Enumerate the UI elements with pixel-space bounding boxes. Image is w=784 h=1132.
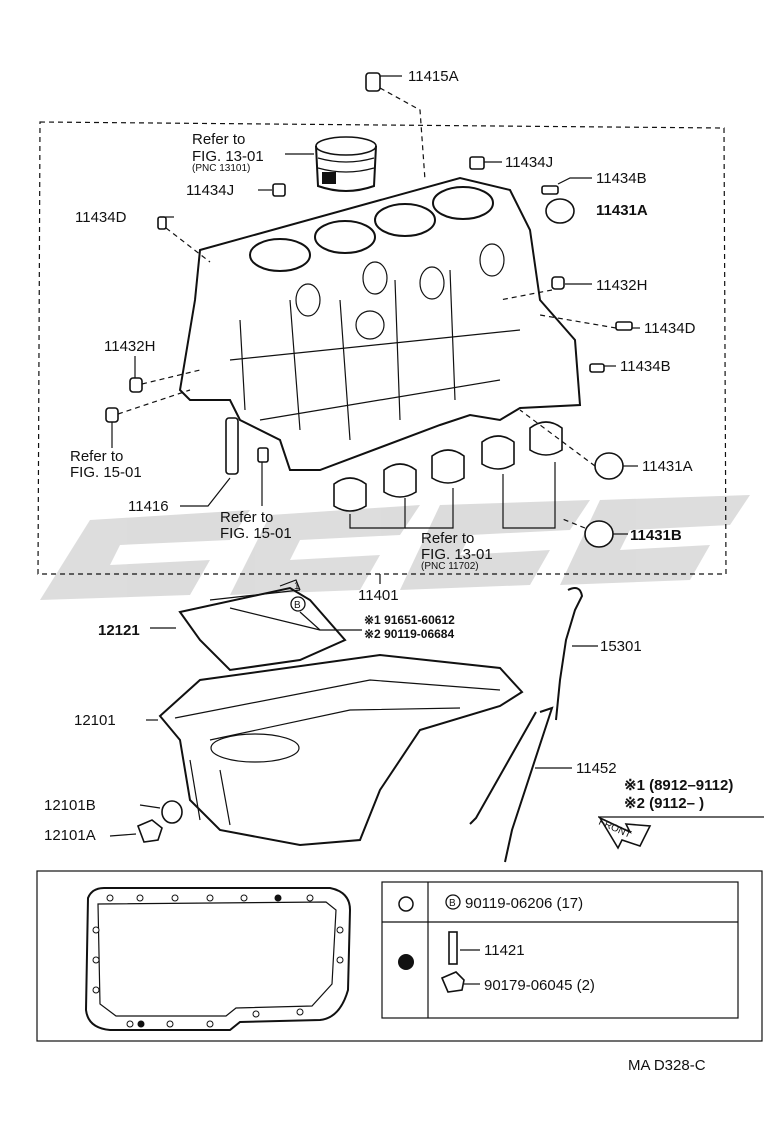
front-arrow [597, 816, 652, 850]
legend-table [381, 881, 739, 1019]
oil-pan [146, 653, 524, 847]
label-refer-15-2: FIG. 15-01 [70, 464, 142, 481]
label-15301: 15301 [600, 638, 642, 655]
label-refer-piston-1: Refer to [192, 131, 245, 148]
gasket-holes [92, 894, 344, 1028]
baffle-plate [150, 579, 362, 672]
label-footer: MA D328-C [628, 1057, 706, 1074]
b-marker-icon [445, 894, 461, 910]
label-12101: 12101 [74, 712, 116, 729]
small-parts [105, 72, 633, 548]
label-11434B-a: 11434B [596, 170, 647, 187]
label-11452: 11452 [576, 760, 617, 777]
label-marker-b-legend: B [449, 898, 456, 909]
gasket [84, 887, 352, 1031]
b-marker-icon [290, 596, 306, 612]
label-legend-nut: 90179-06045 (2) [484, 977, 595, 994]
drain-parts [109, 800, 183, 843]
label-legend-b: 90119-06206 (17) [465, 895, 583, 912]
part-labels: 11415A Refer to FIG. 13-01 (PNC 13101) 1… [44, 68, 733, 1074]
bearing-caps [333, 421, 563, 512]
label-11431A-a: 11431A [596, 202, 648, 219]
label-refer-13b-1: Refer to [421, 530, 474, 547]
dipstick-and-guide [469, 587, 598, 863]
label-refer-15-1: Refer to [70, 448, 123, 465]
cylinder-block [178, 176, 582, 471]
leader-lines [111, 75, 640, 584]
open-circle-icon [398, 896, 414, 912]
label-12121: 12121 [98, 622, 140, 639]
label-12101B: 12101B [44, 797, 96, 814]
label-11434B-b: 11434B [620, 358, 671, 375]
label-11432H-b: 11432H [104, 338, 155, 355]
piston [315, 136, 377, 192]
label-refer-15b-2: FIG. 15-01 [220, 525, 292, 542]
label-11434J-a: 11434J [186, 182, 234, 199]
label-legend-stud: 11421 [484, 942, 525, 959]
label-refer-piston-3: (PNC 13101) [192, 163, 250, 174]
label-11432H-a: 11432H [596, 277, 647, 294]
label-11434J-b: 11434J [505, 154, 553, 171]
inset-box [36, 870, 763, 1042]
label-11415A: 11415A [408, 68, 459, 85]
label-11431B: 11431B [630, 527, 682, 544]
label-12101A: 12101A [44, 827, 96, 844]
label-refer-piston-2: FIG. 13-01 [192, 148, 264, 165]
label-date-2: ※2 (9112– ) [624, 795, 704, 812]
label-bolt-note-2: ※2 90119-06684 [364, 627, 454, 641]
label-11434D-b: 11434D [644, 320, 696, 337]
label-date-1: ※1 (8912–9112) [624, 777, 733, 794]
label-refer-15b-1: Refer to [220, 509, 273, 526]
label-refer-13b-2: FIG. 13-01 [421, 546, 493, 563]
label-11416: 11416 [128, 498, 169, 515]
label-11401: 11401 [358, 587, 399, 604]
label-marker-b: B [294, 600, 301, 611]
label-11434D-a: 11434D [75, 209, 127, 226]
filled-circle-icon [398, 954, 414, 970]
label-refer-13b-3: (PNC 11702) [421, 561, 479, 572]
label-bolt-note-1: ※1 91651-60612 [364, 613, 455, 627]
label-11431A-b: 11431A [642, 458, 693, 475]
label-marker-one: 1 [294, 581, 300, 592]
